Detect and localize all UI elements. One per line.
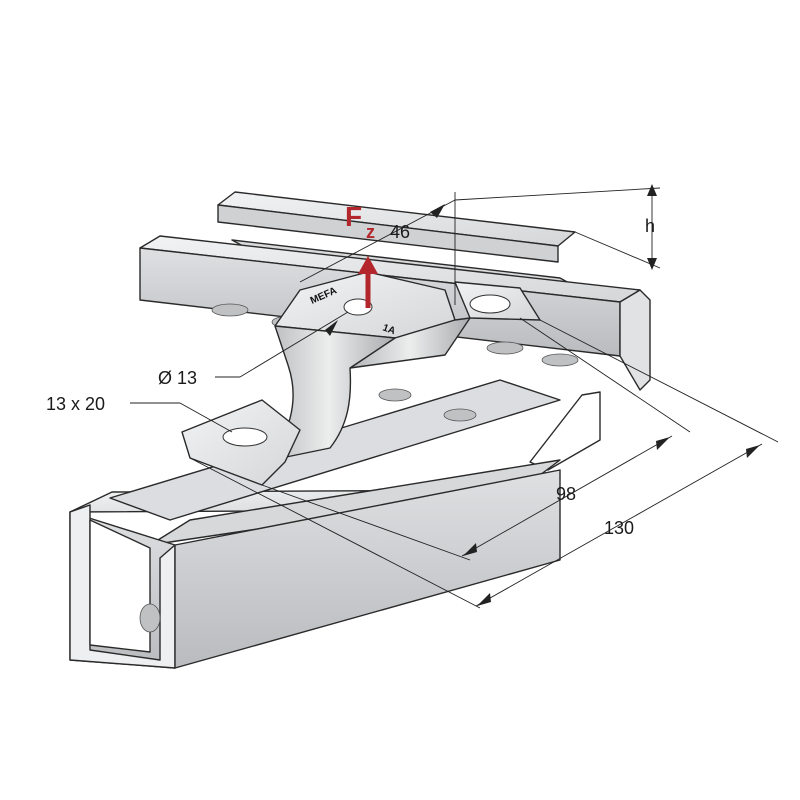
force-arrow: F z [345,201,378,308]
force-symbol: F [345,201,362,232]
lower-channel [69,379,561,669]
dim-hole-diameter-label: Ø 13 [158,368,197,388]
force-subscript: z [366,222,375,242]
dim-height-label: h [645,216,655,236]
code-stamp: 1A [381,322,397,337]
dim-outer-span-label: 130 [604,518,634,538]
top-hole [343,298,373,316]
left-foot-slot [222,427,268,447]
saddle-clamp: MEFA 1A [181,271,541,486]
dim-inner-span-label: 98 [556,484,576,504]
channel-slots-lower [139,388,477,633]
dimension-lines [130,184,779,609]
dim-top-width-label: 46 [390,222,410,242]
right-foot-slot [469,294,511,314]
dim-slot-label: 13 x 20 [46,394,105,414]
